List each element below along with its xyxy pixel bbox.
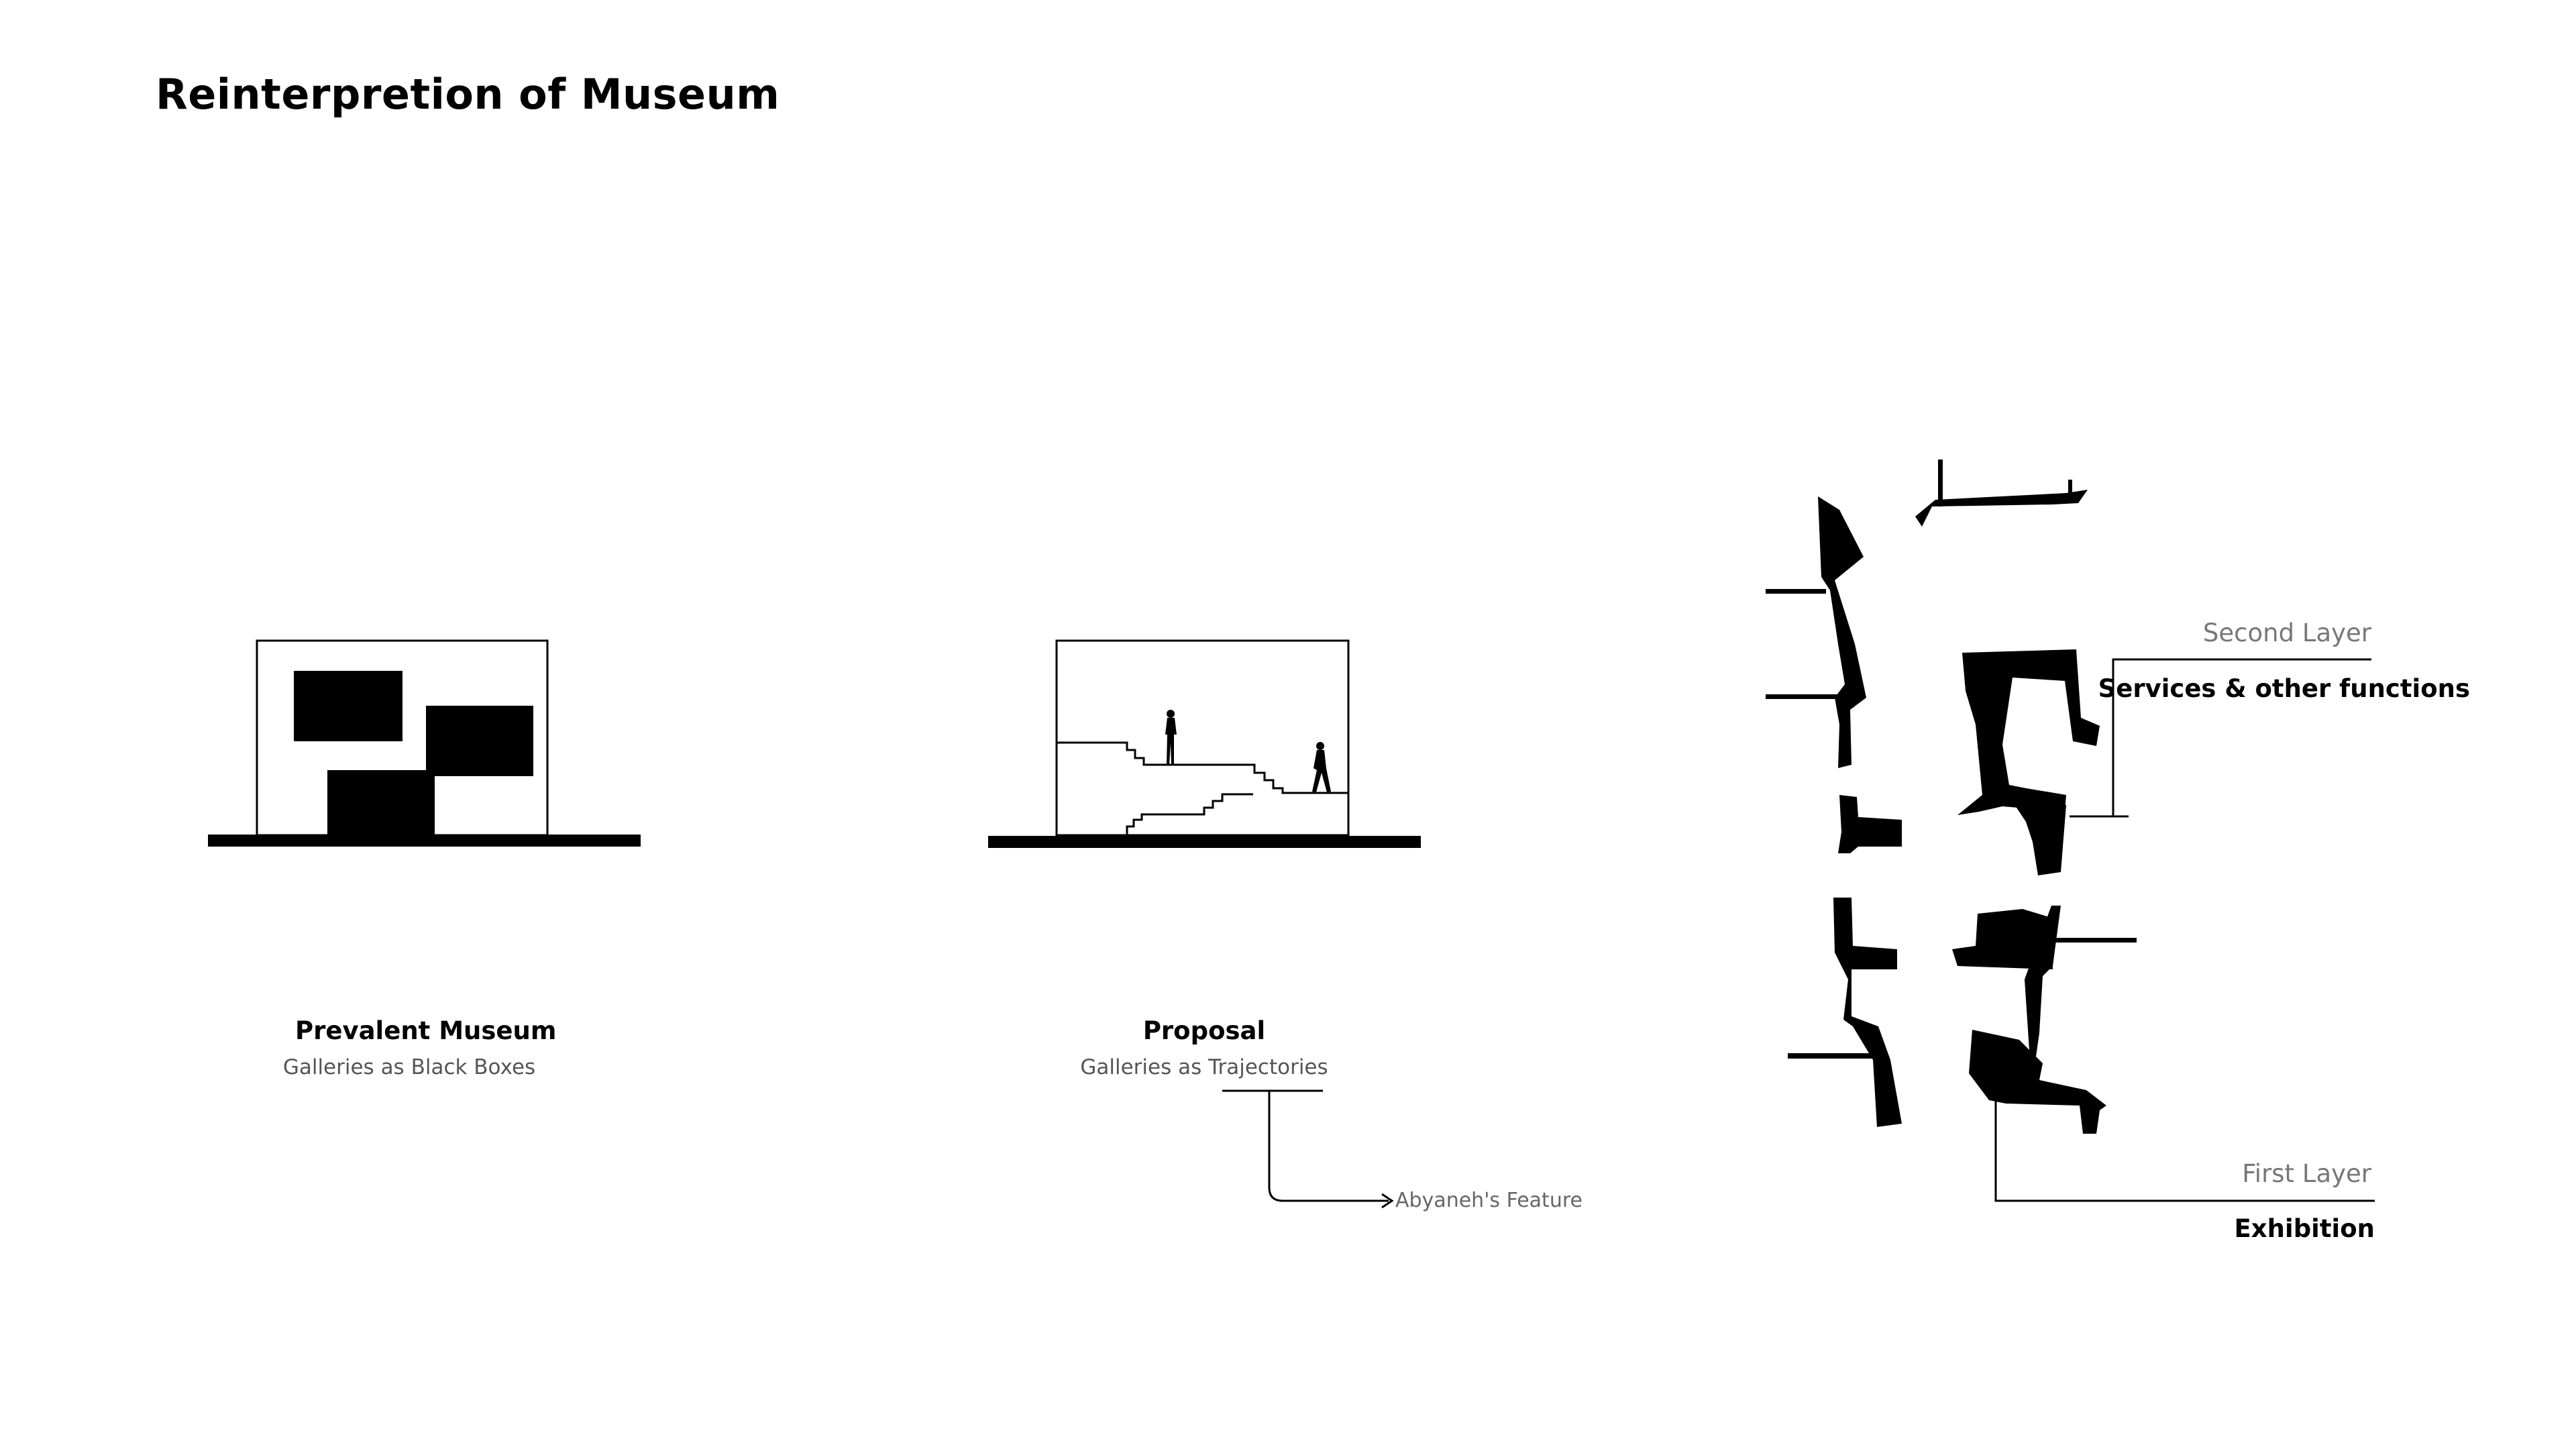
plan-arm-2: [1766, 694, 1843, 699]
first-layer-leader: [1994, 1100, 2375, 1202]
prevalent-museum-subtitle: Galleries as Black Boxes: [282, 1055, 536, 1079]
person-standing-icon: [1165, 710, 1177, 765]
page-title: Reinterpretion of Museum: [156, 70, 780, 119]
plan-shape-first-layer-upper: [2012, 802, 2066, 875]
plan-top-bar: [1915, 490, 2088, 527]
prevalent-museum-title: Prevalent Museum: [295, 1016, 557, 1045]
layers-plan-section: [1766, 460, 2375, 1202]
ground-line: [208, 835, 641, 847]
plan-shape-left-notch: [1838, 795, 1904, 853]
plan-top-tick-left: [1938, 460, 1943, 506]
first-layer-label: First Layer: [2242, 1159, 2371, 1188]
second-layer-label: Second Layer: [2202, 619, 2371, 647]
plan-shape-first-layer-bottom: [1969, 1030, 2106, 1134]
first-layer-description: Exhibition: [2234, 1214, 2375, 1243]
proposal-section: [988, 639, 1421, 1209]
callout-label: Abyaneh's Feature: [1395, 1189, 1582, 1212]
second-layer-leader: [2070, 658, 2371, 818]
gallery-box-3: [327, 770, 435, 837]
lower-trajectory-line: [1126, 793, 1253, 835]
plan-shape-left-upper: [1818, 496, 1866, 768]
plan-arm-3: [1788, 1053, 1882, 1059]
plan-shape-second-layer: [1957, 649, 2100, 815]
upper-trajectory-line: [1057, 741, 1348, 794]
second-layer-description: Services & other functions: [2098, 674, 2470, 703]
gallery-box-1: [294, 671, 402, 741]
plan-shape-first-layer-lower: [2025, 906, 2061, 1067]
plan-arm-4: [2053, 938, 2137, 943]
proposal-ground-line: [988, 836, 1421, 848]
plan-top-tick-right: [2068, 480, 2072, 500]
plan-shape-first-layer-mid: [1952, 909, 2053, 969]
plan-arm-1: [1766, 589, 1826, 594]
proposal-title: Proposal: [1142, 1016, 1266, 1045]
callout-arrow-icon: [1381, 1193, 1394, 1209]
callout-leader-line: [1222, 1089, 1389, 1202]
prevalent-museum-section: [208, 639, 641, 847]
person-walking-icon: [1312, 742, 1331, 792]
gallery-box-2: [426, 706, 533, 776]
proposal-outline: [1055, 639, 1350, 837]
proposal-subtitle: Galleries as Trajectories: [1080, 1055, 1328, 1079]
plan-shape-left-mid: [1833, 898, 1902, 1127]
